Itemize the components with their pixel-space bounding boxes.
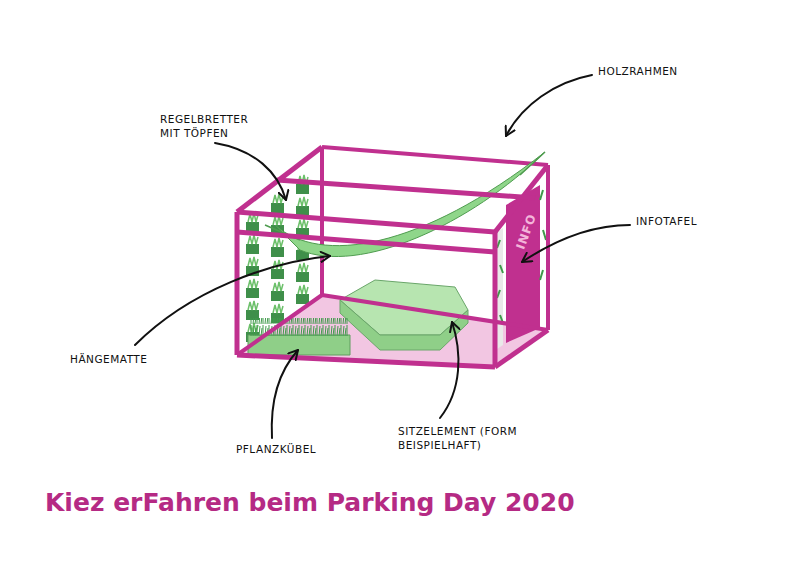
- pot-plant: [298, 285, 308, 294]
- pot-plant: [248, 301, 258, 310]
- wood-frame: [237, 147, 548, 355]
- pot-plant: [248, 235, 258, 244]
- hammock-label: HÄNGEMATTE: [70, 352, 170, 366]
- pot-plant: [298, 197, 308, 206]
- pot: [246, 244, 259, 254]
- pot-plant: [273, 304, 283, 313]
- frame-label: HOLZRAHMEN: [598, 64, 708, 78]
- pot: [271, 269, 284, 279]
- pot-plant: [248, 257, 258, 266]
- pot-plant: [273, 282, 283, 291]
- shelf-label: REGELBRETTER MIT TÖPFEN: [160, 112, 270, 140]
- pot: [296, 184, 309, 194]
- hammock: [275, 152, 545, 257]
- planter-label: PFLANZKÜBEL: [236, 442, 346, 456]
- pot: [296, 294, 309, 304]
- leader-lines: [135, 75, 630, 438]
- pot: [271, 291, 284, 301]
- pot: [246, 288, 259, 298]
- pot-plant: [273, 194, 283, 203]
- board-label: INFOTAFEL: [636, 214, 736, 228]
- pot-plant: [248, 279, 258, 288]
- pot-plant: [298, 219, 308, 228]
- side-leaves: [497, 190, 546, 323]
- pot: [271, 203, 284, 213]
- seat-label: SITZELEMENT (FORM BEISPIELHAFT): [398, 424, 548, 452]
- pot-plant: [273, 238, 283, 247]
- wood-frame-front: [237, 147, 548, 367]
- pot: [296, 272, 309, 282]
- title: Kiez erFahren beim Parking Day 2020: [45, 488, 575, 517]
- pot-plant: [298, 263, 308, 272]
- pot: [271, 247, 284, 257]
